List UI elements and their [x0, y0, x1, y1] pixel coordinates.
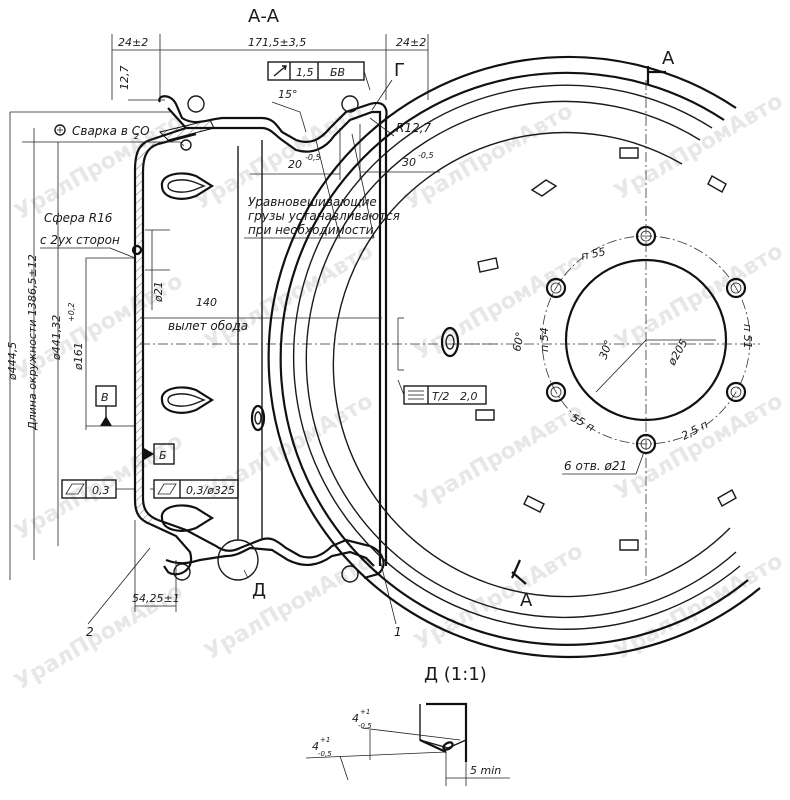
svg-text:вылет обода: вылет обода	[168, 319, 248, 333]
dim-12-7: 12,7	[118, 66, 131, 91]
dim-angle-60: 60°	[510, 331, 527, 353]
dim-p54-left: п 54	[538, 327, 551, 352]
watermark-text: УралПромАвто	[201, 239, 378, 356]
svg-text:+1: +1	[320, 736, 330, 744]
svg-text:2,0: 2,0	[460, 390, 478, 403]
dim-p51-right: п 51	[741, 324, 754, 349]
detail-d-label: Д	[252, 580, 266, 601]
offset-dimension: 140 вылет обода	[140, 296, 382, 333]
svg-text:В: В	[101, 391, 109, 404]
svg-text:БВ: БВ	[330, 66, 345, 79]
dim-d161: ø161	[72, 342, 85, 371]
dim-angle-30: 30°	[597, 338, 616, 361]
dim-p55-top: п 55	[580, 245, 607, 263]
sphere-note: Сфера R16 с 2ух сторон	[40, 211, 143, 259]
svg-text:Длина окружности 1386,5±12: Длина окружности 1386,5±12	[26, 254, 39, 431]
dim-rim-width: 171,5±3,5	[248, 36, 306, 49]
svg-text:Сфера R16: Сфера R16	[44, 211, 113, 225]
section-arrow-a-top: А	[662, 48, 675, 69]
runout-tolerance-frame: 1,5 БВ	[267, 61, 371, 91]
dim-p55-bottom-left: 55 п	[569, 411, 597, 434]
dim-30: 30	[402, 156, 416, 169]
svg-text:54,25±1: 54,25±1	[132, 592, 180, 605]
bottom-dimensions: 54,25±1 2 1 Д	[86, 520, 402, 639]
dim-20: 20	[288, 158, 302, 171]
svg-text:ø444,5: ø444,5	[6, 342, 19, 381]
svg-text:+0,2: +0,2	[67, 303, 76, 322]
svg-text:грузы устанавливаются: грузы устанавливаются	[248, 209, 400, 223]
dim-d21-left: ø21	[152, 281, 165, 303]
flatness-tolerance-frames: 0,3 0,3/ø325	[61, 479, 239, 499]
datum-b-cyr-frame: Б	[144, 443, 175, 465]
detail-dim-5min: 5 min	[470, 764, 501, 777]
dim-angle-15: 15°	[278, 88, 298, 101]
svg-text:+1: +1	[360, 708, 370, 716]
svg-text:Б: Б	[159, 449, 167, 462]
svg-text:1,5: 1,5	[296, 66, 314, 79]
detail-view: 4 +1 -0,5 4 +1 -0,5 5 min	[305, 702, 510, 786]
holes-note: 6 отв. ø21	[564, 459, 627, 473]
large-diameter-dims: ø444,5 Длина окружности 1386,5±12 ø441,3…	[6, 111, 170, 580]
svg-text:T/2: T/2	[432, 390, 449, 403]
weld-point-circles	[173, 95, 359, 583]
dim-flange-right: 24±2	[396, 36, 426, 49]
datum-b-frame: В	[86, 385, 134, 427]
svg-text:-0,5: -0,5	[418, 151, 434, 160]
rim-section-profile	[133, 95, 388, 580]
svg-text:-0,5: -0,5	[358, 722, 372, 730]
svg-text:140: 140	[196, 296, 217, 309]
svg-text:0,3/ø325: 0,3/ø325	[186, 484, 235, 497]
dim-radius-r127: R12,7	[396, 121, 431, 135]
svg-text:2: 2	[134, 132, 139, 141]
section-arrow-a-bottom: А	[520, 590, 533, 611]
svg-text:-0,5: -0,5	[318, 750, 332, 758]
detail-title: Д (1:1)	[424, 664, 487, 685]
svg-text:Сварка в CO: Сварка в CO	[72, 124, 150, 138]
svg-text:ø441,32: ø441,32	[50, 315, 63, 361]
svg-text:0,3: 0,3	[92, 484, 110, 497]
top-dimensions: 24±2 171,5±3,5 24±2 12,7	[111, 34, 429, 101]
valve-hole	[250, 404, 266, 432]
disc-vent-holes	[160, 172, 215, 532]
svg-text:с 2ух сторон: с 2ух сторон	[40, 233, 120, 247]
wheel-front-view	[267, 55, 761, 659]
detail-dim-4-top: 4	[352, 712, 359, 725]
view-g-label: Г	[394, 60, 405, 81]
detail-dim-4-left: 4	[312, 740, 319, 753]
dim-d205: ø205	[665, 337, 691, 368]
position-2-label: 2	[86, 625, 94, 639]
position-1-label: 1	[394, 625, 402, 639]
section-title: А-А	[248, 6, 280, 27]
svg-text:-0,5: -0,5	[305, 153, 321, 162]
symmetry-tolerance-frame: T/2 2,0	[397, 379, 487, 405]
weld-note: Сварка в CO 2	[22, 124, 185, 147]
watermark-text: УралПромАвто	[411, 399, 588, 516]
watermark-text: УралПромАвто	[611, 239, 788, 356]
dim-flange-left: 24±2	[118, 36, 148, 49]
watermark-text: УралПромАвто	[411, 249, 588, 366]
